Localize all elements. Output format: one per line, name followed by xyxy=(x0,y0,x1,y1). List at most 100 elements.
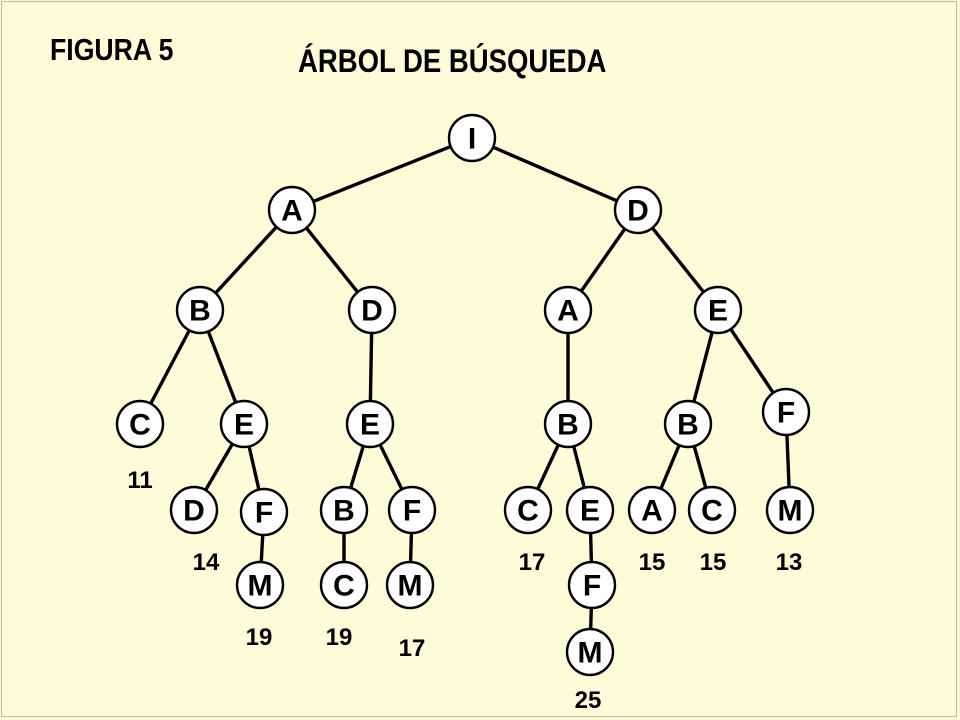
tree-node-circle xyxy=(235,560,285,610)
tree-node: B xyxy=(319,485,369,535)
tree-edge xyxy=(259,535,265,562)
tree-edge xyxy=(207,331,237,403)
tree-node-cost: 13 xyxy=(776,549,803,576)
tree-node-cost: 15 xyxy=(639,549,666,576)
tree-node-label: D xyxy=(627,195,649,228)
tree-node-label: F xyxy=(255,497,273,530)
diagram-title: ÁRBOL DE BÚSQUEDA xyxy=(298,43,607,79)
tree-edge xyxy=(729,329,775,393)
tree-edge xyxy=(313,145,451,203)
tree-node-circle xyxy=(565,627,615,677)
tree-node-circle xyxy=(543,399,593,449)
tree-edge xyxy=(785,435,791,487)
tree-edge xyxy=(572,446,586,488)
tree-node-circle xyxy=(503,485,553,535)
tree-node-cost: 15 xyxy=(700,549,727,576)
tree-node-label: C xyxy=(333,570,355,603)
tree-node: M xyxy=(565,627,615,677)
tree-node: M xyxy=(385,560,435,610)
tree-node-label: M xyxy=(248,570,273,603)
tree-edge xyxy=(580,228,626,292)
tree-node-label: E xyxy=(234,409,254,442)
tree-edge xyxy=(204,443,234,491)
tree-node: I xyxy=(447,113,497,163)
tree-node-label: B xyxy=(333,495,355,528)
tree-node-label: B xyxy=(557,409,579,442)
tree-node-circle xyxy=(565,485,615,535)
tree-node-circle xyxy=(761,387,811,437)
tree-node-label: F xyxy=(777,397,795,430)
tree-node-label: A xyxy=(557,295,579,328)
tree-node: F xyxy=(387,485,437,535)
tree-node: D xyxy=(347,285,397,335)
tree-node-label: I xyxy=(468,123,476,156)
tree-node: A xyxy=(543,285,593,335)
tree-node-circle xyxy=(663,399,713,449)
tree-node-circle xyxy=(115,399,165,449)
tree-node-circle xyxy=(693,285,743,335)
tree-node-cost: 17 xyxy=(519,549,546,576)
tree-node: F xyxy=(567,560,617,610)
tree-node-label: D xyxy=(361,295,383,328)
tree-node-circle xyxy=(687,485,737,535)
tree-node: D xyxy=(169,485,219,535)
tree-node-label: C xyxy=(517,495,539,528)
tree-node-label: B xyxy=(677,409,699,442)
tree-node-label: B xyxy=(189,295,211,328)
tree-node-label: E xyxy=(708,295,728,328)
tree-node-label: C xyxy=(701,495,723,528)
tree-node-label: C xyxy=(129,409,151,442)
tree-node-circle xyxy=(345,399,395,449)
tree-edge xyxy=(408,533,414,562)
tree-node-circle xyxy=(627,485,677,535)
tree-node-circle xyxy=(447,113,497,163)
tree-edge xyxy=(149,330,191,404)
tree-node-circle xyxy=(387,485,437,535)
tree-node-label: F xyxy=(583,570,601,603)
tree-node-cost: 25 xyxy=(575,687,602,714)
tree-node: A xyxy=(267,185,317,235)
tree-node-circle xyxy=(239,487,289,537)
tree-node-label: F xyxy=(403,495,421,528)
tree-node: E xyxy=(219,399,269,449)
tree-node-circle xyxy=(567,560,617,610)
tree-node: A xyxy=(627,485,677,535)
tree-node-label: A xyxy=(641,495,663,528)
tree-node-circle xyxy=(175,285,225,335)
tree-edge xyxy=(692,332,714,402)
tree-node-circle xyxy=(543,285,593,335)
tree-node-label: E xyxy=(360,409,380,442)
tree-edge xyxy=(493,145,617,203)
tree-edge xyxy=(247,447,261,489)
tree-node-circle xyxy=(169,485,219,535)
tree-node-cost: 17 xyxy=(399,635,426,662)
tree-edge xyxy=(692,446,708,488)
tree-edge xyxy=(651,227,705,293)
tree-node-label: M xyxy=(778,495,803,528)
tree-node: B xyxy=(175,285,225,335)
tree-edge xyxy=(588,533,594,562)
tree-node-circle xyxy=(319,560,369,610)
tree-node-circle xyxy=(765,485,815,535)
tree-node-cost: 14 xyxy=(193,549,220,576)
tree-node-circle xyxy=(319,485,369,535)
tree-edge xyxy=(536,445,560,489)
tree-node: D xyxy=(613,185,663,235)
tree-node: B xyxy=(543,399,593,449)
tree-node-label: A xyxy=(281,195,303,228)
figure-label: FIGURA 5 xyxy=(50,32,174,67)
tree-node-cost: 19 xyxy=(246,624,273,651)
tree-node: C xyxy=(503,485,553,535)
tree-node: E xyxy=(565,485,615,535)
tree-node-circle xyxy=(347,285,397,335)
tree-node-cost: 19 xyxy=(326,624,353,651)
tree-node-circle xyxy=(219,399,269,449)
tree-edge xyxy=(379,444,403,490)
tree-edge xyxy=(214,226,278,294)
tree-node-cost: 11 xyxy=(127,467,152,494)
tree-node: F xyxy=(239,487,289,537)
tree-node-label: M xyxy=(398,570,423,603)
